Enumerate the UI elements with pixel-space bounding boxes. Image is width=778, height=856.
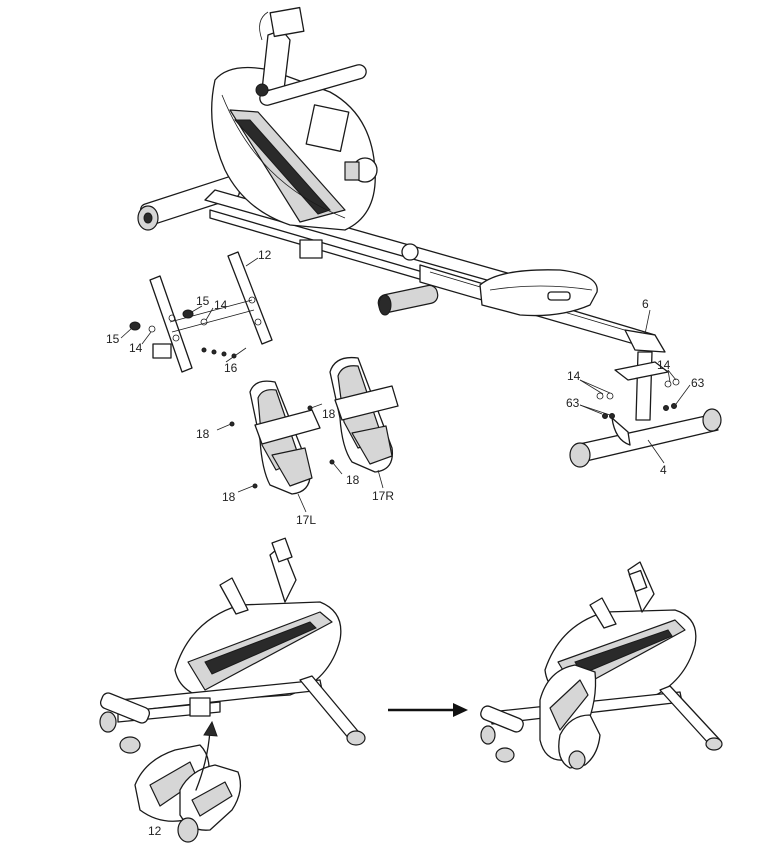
label-part-15-a: 15	[196, 294, 210, 308]
label-part-14-c: 14	[567, 369, 581, 383]
label-part-4: 4	[660, 463, 667, 477]
label-part-17R: 17R	[372, 489, 394, 503]
label-part-15-b: 15	[106, 332, 120, 346]
label-part-18-a: 18	[196, 427, 210, 441]
transition-arrow	[388, 703, 468, 717]
label-part-18-d: 18	[222, 490, 236, 504]
label-part-14-d: 14	[657, 358, 671, 372]
label-part-14-b: 14	[129, 341, 143, 355]
pedal-17R	[329, 356, 399, 473]
label-part-16: 16	[224, 361, 238, 375]
label-part-12-bottom: 12	[148, 824, 162, 838]
rower-pedals-folded	[480, 561, 723, 770]
label-part-12-top: 12	[258, 248, 272, 262]
label-part-63-b: 63	[566, 396, 580, 410]
label-part-18-b: 18	[322, 407, 336, 421]
part-labels: 12 15 14 15 14 16 6 14 14 63 63 4 18 18 …	[106, 248, 705, 838]
footrest-brackets	[129, 251, 273, 373]
label-part-63-a: 63	[691, 376, 705, 390]
leader-lines	[120, 257, 691, 513]
label-part-17L: 17L	[296, 513, 316, 527]
label-part-14-a: 14	[214, 298, 228, 312]
label-part-6: 6	[642, 297, 649, 311]
label-part-18-c: 18	[346, 473, 360, 487]
pedal-17L	[249, 380, 321, 495]
rower-main-unit	[137, 6, 722, 468]
rower-pedals-open	[99, 537, 366, 843]
